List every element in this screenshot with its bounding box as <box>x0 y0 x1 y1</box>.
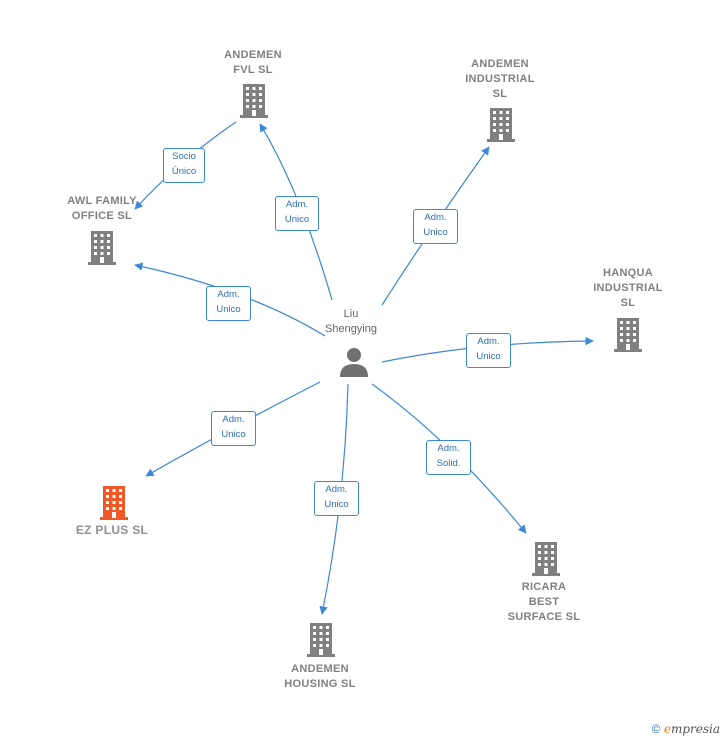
edge-label-adm-unico: Adm. Unico <box>275 196 319 231</box>
edge-label-adm-unico: Adm. Unico <box>314 481 359 516</box>
brand-logo: empresia <box>664 722 720 736</box>
building-icon-andemen-industrial <box>487 108 515 142</box>
edge-label-adm-unico: Adm. Unico <box>206 286 251 321</box>
company-label-ez-plus[interactable]: EZ PLUS SL <box>75 523 149 537</box>
edge-label-socio-unico: Socio Único <box>163 148 205 183</box>
edge-label-adm-unico: Adm. Unico <box>211 411 256 446</box>
edge-label-adm-unico: Adm. Unico <box>466 333 511 368</box>
edge-label-adm-solid: Adm. Solid. <box>426 440 471 475</box>
edge-label-adm-unico: Adm. Unico <box>413 209 458 244</box>
building-icon-andemen-housing <box>307 623 335 657</box>
building-icon-hanqua <box>614 318 642 352</box>
brand-rest: mpresia <box>670 722 720 736</box>
company-label-andemen-industrial[interactable]: ANDEMEN INDUSTRIAL SL <box>465 58 535 100</box>
company-label-hanqua[interactable]: HANQUA INDUSTRIAL SL <box>593 267 663 309</box>
copyright-icon: © <box>651 722 661 736</box>
company-label-awl-family[interactable]: AWL FAMILY OFFICE SL <box>67 195 137 222</box>
company-label-ricara[interactable]: RICARA BEST SURFACE SL <box>507 581 581 623</box>
company-label-andemen-fvl[interactable]: ANDEMEN FVL SL <box>224 49 282 76</box>
building-icon-ricara <box>532 542 560 576</box>
building-icon-andemen-fvl <box>240 84 268 118</box>
footer-brand: © empresia <box>652 722 720 736</box>
building-icon-ez-plus <box>100 486 128 520</box>
person-name[interactable]: Liu Shengying <box>325 308 377 335</box>
building-icon-awl-family <box>88 231 116 265</box>
brand-first-letter: e <box>663 722 671 736</box>
person-icon <box>340 348 368 377</box>
company-label-andemen-housing[interactable]: ANDEMEN HOUSING SL <box>284 663 356 690</box>
